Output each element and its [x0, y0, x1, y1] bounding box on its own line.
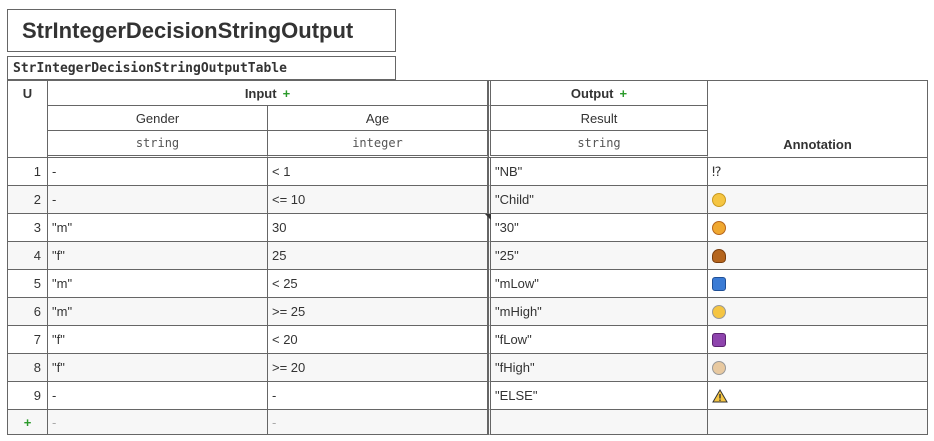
- hit-policy[interactable]: U: [8, 81, 48, 158]
- row-index: 7: [8, 326, 48, 354]
- gender-cell[interactable]: -: [48, 186, 268, 214]
- row-index: 5: [8, 270, 48, 298]
- age-cell[interactable]: <= 10: [268, 186, 488, 214]
- table-row: 5 "m" < 25 "mLow": [8, 270, 928, 298]
- input-column-age[interactable]: Age: [268, 106, 488, 131]
- table-row: 8 "f" >= 20 "fHigh": [8, 354, 928, 382]
- gender-cell[interactable]: "m": [48, 270, 268, 298]
- table-row: 9 - - "ELSE": [8, 382, 928, 410]
- age-cell[interactable]: >= 20: [268, 354, 488, 382]
- result-cell[interactable]: "Child": [488, 186, 708, 214]
- type-ref-age[interactable]: integer: [268, 131, 488, 158]
- interrobang-icon: ⁉: [712, 163, 722, 179]
- age-cell[interactable]: -: [268, 382, 488, 410]
- age-cell[interactable]: < 1: [268, 158, 488, 186]
- age-cell[interactable]: >= 25: [268, 298, 488, 326]
- add-rule-button[interactable]: +: [8, 410, 48, 435]
- gender-cell[interactable]: -: [48, 382, 268, 410]
- input-header: Input +: [48, 81, 488, 106]
- row-index: 4: [8, 242, 48, 270]
- result-cell[interactable]: "30": [485, 214, 708, 242]
- annotation-cell[interactable]: ⁉: [708, 158, 928, 186]
- table-row: 7 "f" < 20 "fLow": [8, 326, 928, 354]
- age-cell[interactable]: 30: [268, 214, 488, 242]
- table-name-text: StrIntegerDecisionStringOutputTable: [13, 60, 287, 76]
- annotation-cell[interactable]: [708, 382, 928, 410]
- woman-face-icon: [712, 249, 726, 264]
- annotation-cell[interactable]: [708, 270, 928, 298]
- add-input-button[interactable]: +: [282, 85, 291, 101]
- row-index: 1: [8, 158, 48, 186]
- older-man-icon: [712, 305, 726, 320]
- input-header-label: Input: [244, 85, 277, 101]
- gender-cell[interactable]: "f": [48, 354, 268, 382]
- gender-cell[interactable]: "f": [48, 242, 268, 270]
- type-ref-result[interactable]: string: [488, 131, 708, 158]
- annotation-cell[interactable]: [708, 326, 928, 354]
- annotation-cell[interactable]: [708, 242, 928, 270]
- age-cell[interactable]: < 20: [268, 326, 488, 354]
- result-cell[interactable]: "fLow": [488, 326, 708, 354]
- warning-icon: [712, 389, 728, 403]
- table-row: 1 - < 1 "NB" ⁉: [8, 158, 928, 186]
- add-output-button[interactable]: +: [619, 85, 628, 101]
- age-cell[interactable]: 25: [268, 242, 488, 270]
- row-index: 8: [8, 354, 48, 382]
- gender-cell[interactable]: "m": [48, 214, 268, 242]
- row-index: 2: [8, 186, 48, 214]
- row-index: 3: [8, 214, 48, 242]
- add-rule-row: + - -: [8, 410, 928, 435]
- output-header-label: Output: [570, 85, 614, 101]
- output-column-result[interactable]: Result: [488, 106, 708, 131]
- age-cell[interactable]: < 25: [268, 270, 488, 298]
- annotation-header: Annotation: [708, 81, 928, 158]
- man-face-icon: [712, 221, 726, 236]
- annotation-cell[interactable]: [708, 186, 928, 214]
- input-column-gender[interactable]: Gender: [48, 106, 268, 131]
- decision-table: U Input + Output + Annotation Gender Age R…: [7, 80, 928, 435]
- result-cell[interactable]: "25": [488, 242, 708, 270]
- result-cell[interactable]: "ELSE": [488, 382, 708, 410]
- man-raising-hand-icon: [712, 277, 726, 292]
- table-row: 2 - <= 10 "Child": [8, 186, 928, 214]
- table-name[interactable]: StrIntegerDecisionStringOutputTable: [7, 56, 396, 80]
- gender-cell-placeholder: -: [48, 410, 268, 435]
- output-header: Output +: [488, 81, 708, 106]
- annotation-cell-placeholder: [708, 410, 928, 435]
- decision-name-text: StrIntegerDecisionStringOutput: [22, 17, 354, 43]
- decision-name[interactable]: StrIntegerDecisionStringOutput: [7, 9, 396, 52]
- type-ref-gender[interactable]: string: [48, 131, 268, 158]
- row-index: 6: [8, 298, 48, 326]
- gender-cell[interactable]: "f": [48, 326, 268, 354]
- result-cell[interactable]: "mHigh": [488, 298, 708, 326]
- result-cell[interactable]: "NB": [488, 158, 708, 186]
- woman-raising-hand-icon: [712, 333, 726, 348]
- age-cell-placeholder: -: [268, 410, 488, 435]
- annotation-cell[interactable]: [708, 298, 928, 326]
- child-face-icon: [712, 193, 726, 208]
- table-row: 4 "f" 25 "25": [8, 242, 928, 270]
- gender-cell[interactable]: -: [48, 158, 268, 186]
- result-cell-placeholder: [488, 410, 708, 435]
- row-index: 9: [8, 382, 48, 410]
- older-woman-icon: [712, 361, 726, 376]
- table-row: 6 "m" >= 25 "mHigh": [8, 298, 928, 326]
- result-cell[interactable]: "fHigh": [488, 354, 708, 382]
- annotation-cell[interactable]: [708, 214, 928, 242]
- gender-cell[interactable]: "m": [48, 298, 268, 326]
- table-row: 3 "m" 30 "30": [8, 214, 928, 242]
- result-cell[interactable]: "mLow": [488, 270, 708, 298]
- annotation-cell[interactable]: [708, 354, 928, 382]
